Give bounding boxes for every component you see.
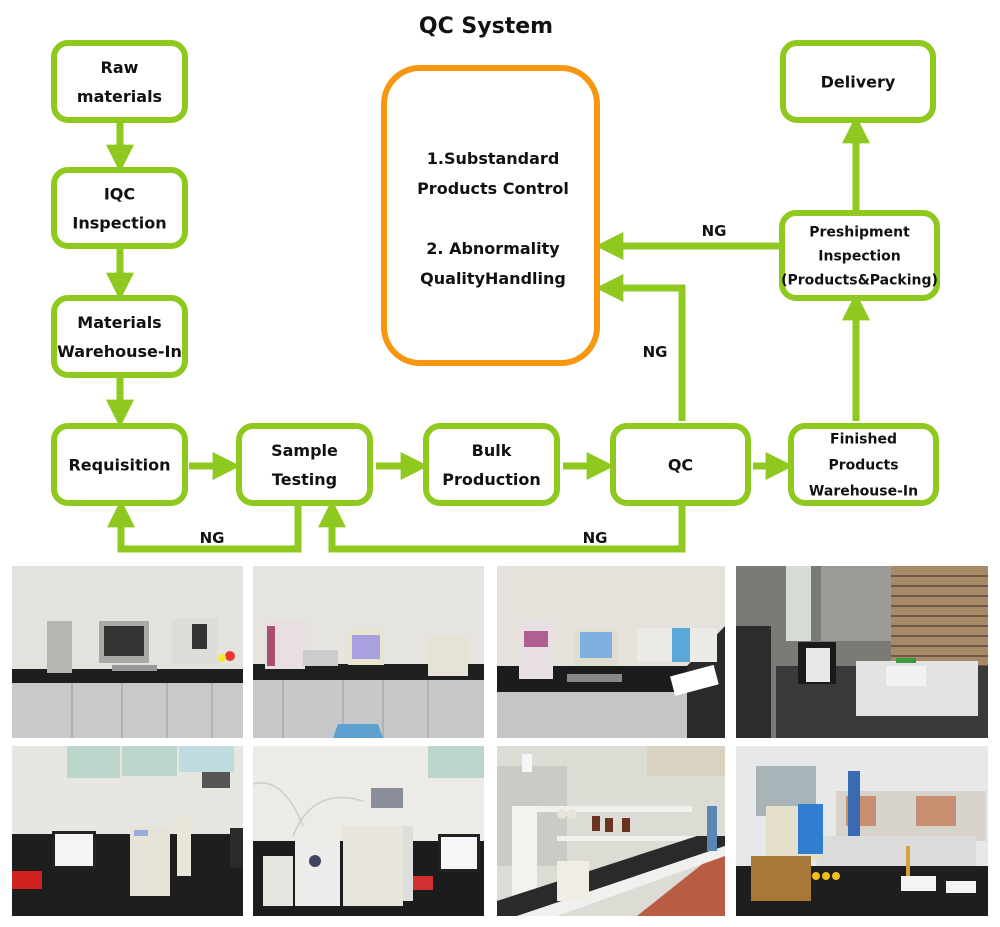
node-preshipment-inspection-label-line-3: (Products&Packing) bbox=[781, 273, 938, 289]
lab-photo-5 bbox=[12, 746, 243, 916]
node-delivery: Delivery bbox=[780, 40, 936, 123]
node-raw-materials-box bbox=[51, 40, 188, 123]
node-qc: QC bbox=[610, 423, 751, 506]
lab-photo-8 bbox=[736, 746, 988, 916]
node-finished-products-warehouse-in-label-line-3: Warehouse-In bbox=[809, 484, 918, 500]
ng-label-sample: NG bbox=[200, 529, 225, 547]
arrow-qc-to-control bbox=[595, 274, 686, 421]
lab-photo-7 bbox=[497, 746, 725, 916]
lab-photo-4 bbox=[736, 566, 988, 738]
ng-label-preshipment: NG bbox=[702, 222, 727, 240]
node-iqc-inspection: IQC Inspection bbox=[51, 167, 188, 249]
node-finished-products-warehouse-in-box bbox=[788, 423, 939, 506]
diagram-title: QC System bbox=[419, 14, 553, 39]
node-iqc-inspection-label-line-1: IQC bbox=[104, 184, 135, 203]
node-sample-testing-label-line-1: Sample bbox=[271, 441, 338, 460]
node-bulk-production-label-line-1: Bulk bbox=[472, 441, 512, 460]
node-control-box-label-line-2: Products Control bbox=[417, 179, 569, 198]
node-bulk-production-label-line-2: Production bbox=[442, 470, 540, 489]
node-control-box-border bbox=[381, 65, 600, 366]
node-qc-box bbox=[610, 423, 751, 506]
lab-photo-1 bbox=[12, 566, 243, 738]
node-raw-materials-label-line-2: materials bbox=[77, 87, 162, 106]
ng-label-qc-up: NG bbox=[643, 343, 668, 361]
lab-photo-3 bbox=[497, 566, 725, 738]
node-requisition-box bbox=[51, 423, 188, 506]
node-qc-label-line-1: QC bbox=[668, 455, 693, 474]
node-delivery-box bbox=[780, 40, 936, 123]
node-sample-testing-box bbox=[236, 423, 373, 506]
node-control-box-label-line-4: 2. Abnormality bbox=[426, 239, 560, 258]
node-control-box-label-line-1: 1.Substandard bbox=[427, 149, 560, 168]
lab-photo-2 bbox=[253, 566, 484, 738]
node-sample-testing-label-line-2: Testing bbox=[272, 470, 337, 489]
ng-label-qc-down: NG bbox=[583, 529, 608, 547]
node-finished-products-warehouse-in-label-line-1: Finished bbox=[830, 432, 897, 448]
node-finished-products-warehouse-in-label-line-2: Products bbox=[828, 458, 898, 474]
arrow-sample-to-requisition bbox=[107, 499, 302, 553]
lab-photo-6 bbox=[253, 746, 484, 916]
node-raw-materials: Raw materials bbox=[51, 40, 188, 123]
node-preshipment-inspection-label-line-2: Inspection bbox=[818, 249, 900, 265]
node-control-box-label-line-5: QualityHandling bbox=[420, 269, 566, 288]
node-materials-warehouse-in-label-line-1: Materials bbox=[77, 313, 161, 332]
node-raw-materials-label-line-1: Raw bbox=[101, 58, 139, 77]
node-requisition-label-line-1: Requisition bbox=[68, 455, 170, 474]
node-materials-warehouse-in-label-line-2: Warehouse-In bbox=[57, 342, 182, 361]
node-bulk-production-box bbox=[423, 423, 560, 506]
node-preshipment-inspection-label-line-1: Preshipment bbox=[809, 225, 910, 241]
node-iqc-inspection-box bbox=[51, 167, 188, 249]
node-delivery-label-line-1: Delivery bbox=[821, 72, 896, 91]
node-requisition: Requisition bbox=[51, 423, 188, 506]
node-preshipment-inspection-box bbox=[779, 210, 940, 301]
node-materials-warehouse-in-box bbox=[51, 295, 188, 378]
arrow-qc-to-sample bbox=[318, 499, 686, 553]
node-iqc-inspection-label-line-2: Inspection bbox=[72, 213, 166, 232]
